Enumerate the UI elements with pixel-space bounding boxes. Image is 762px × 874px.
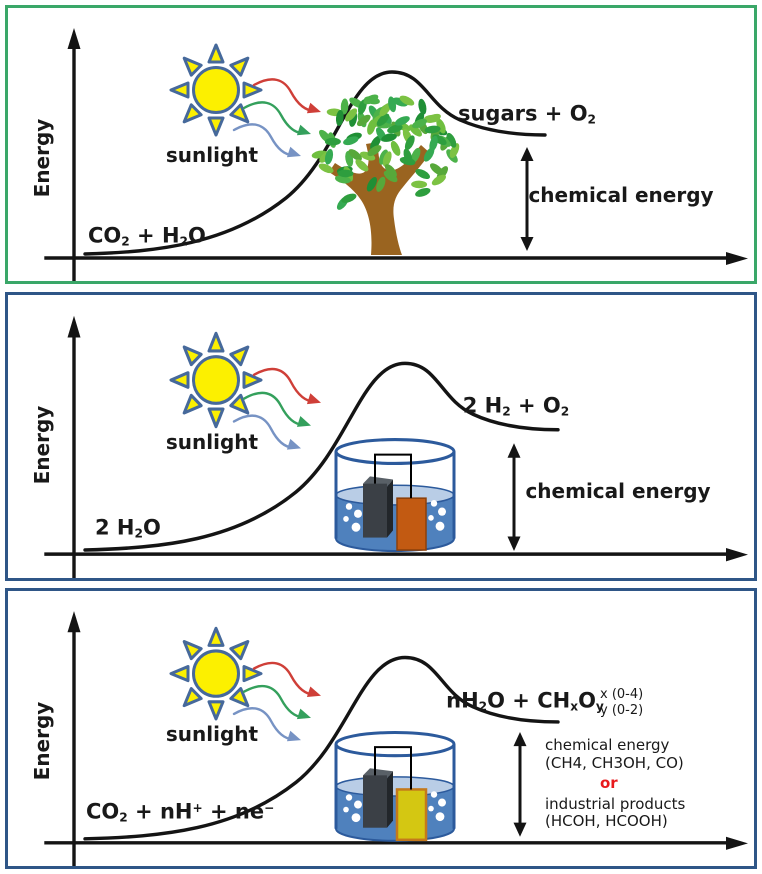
tree-trunk [329, 142, 430, 255]
dark-electrode [363, 768, 393, 828]
annotation-or: or [600, 774, 618, 792]
beaker-vessel [334, 731, 456, 843]
chemical-energy-label: chemical energy [525, 479, 711, 503]
beaker-vessel [334, 438, 456, 553]
electrode-wire [374, 746, 412, 790]
products-label: 2 H2 + O2 [462, 393, 570, 419]
electrode-wire [374, 453, 412, 499]
annotation-line: (HCOH, HCOOH) [545, 812, 668, 830]
annotation-block: chemical energy (CH4, CH3OH, CO) or indu… [545, 736, 686, 831]
products-label: sugars + O2 [457, 101, 597, 127]
sunlight-label: sunlight [165, 143, 259, 167]
sunlight-label: sunlight [165, 722, 259, 746]
water-splitting-diagram [44, 313, 750, 578]
sun-icon [169, 626, 263, 721]
photosynthesis-diagram [44, 26, 750, 281]
chemical-energy-arrow [511, 730, 529, 839]
reactants-label: CO2 + nH+ + ne− [86, 799, 275, 825]
panel-photosynthesis: Energy sunlight CO2 + H2O sugars + O2 ch… [5, 5, 757, 284]
panel-co2-reduction: Energy sunlight CO2 + nH+ + ne− nH2O + C… [5, 588, 757, 869]
annotation-line: industrial products [545, 794, 686, 813]
products-label: nH2O + CHxOy [446, 688, 604, 714]
reactants-label: 2 H2O [95, 515, 161, 541]
beaker-icon [334, 438, 456, 553]
reactants-label: CO2 + H2O [88, 223, 206, 249]
chemical-energy-arrow [505, 441, 523, 553]
annotation-line: chemical energy [545, 736, 670, 754]
y-axis-label: Energy [30, 405, 54, 485]
co2-reduction-diagram [44, 609, 750, 866]
panel-water-splitting: Energy sunlight 2 H2O 2 H2 + O2 chemical… [5, 292, 757, 581]
annotation-line: (CH4, CH3OH, CO) [545, 753, 684, 772]
sun-icon [169, 43, 263, 137]
y-axis-label: Energy [30, 118, 54, 198]
orange-electrode [396, 497, 427, 551]
y-axis-label: Energy [30, 701, 54, 781]
tree-icon [311, 94, 460, 255]
tree-leaves [311, 94, 460, 210]
dark-electrode [363, 476, 393, 538]
sunlight-label: sunlight [165, 430, 259, 454]
product-note-x: x (0-4) [600, 687, 644, 702]
yellow-electrode [395, 788, 428, 842]
chemical-energy-label: chemical energy [528, 183, 714, 207]
beaker-icon [334, 731, 456, 843]
product-note-y: y (0-2) [600, 703, 644, 718]
sun-icon [169, 331, 263, 429]
